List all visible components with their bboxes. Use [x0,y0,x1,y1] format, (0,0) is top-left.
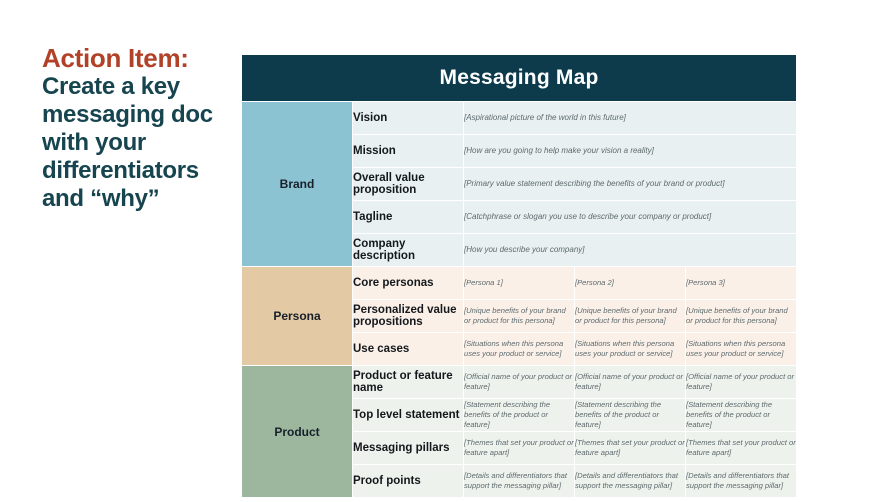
row-label: Messaging pillars [352,431,464,465]
value-cell[interactable]: [Primary value statement describing the … [463,167,797,201]
value-cell[interactable]: [Unique benefits of your brand or produc… [574,299,686,333]
action-item-body: Create a key messaging doc with your dif… [42,73,213,213]
row-label: Overall value proposition [352,167,464,201]
value-cell[interactable]: [Unique benefits of your brand or produc… [463,299,575,333]
row-label: Product or feature name [352,365,464,399]
value-cell[interactable]: [Unique benefits of your brand or produc… [685,299,797,333]
value-cell[interactable]: [Statement describing the benefits of th… [574,398,686,432]
row-label: Personalized value propositions [352,299,464,333]
value-cell[interactable]: [Statement describing the benefits of th… [463,398,575,432]
value-cell[interactable]: [Catchphrase or slogan you use to descri… [463,200,797,234]
table-row: Proof points[Details and differentiators… [242,464,797,498]
row-label: Proof points [352,464,464,498]
row-label: Tagline [352,200,464,234]
value-cell[interactable]: [Statement describing the benefits of th… [685,398,797,432]
table-row: Top level statement[Statement describing… [242,398,797,432]
row-label: Mission [352,134,464,168]
action-item-headline: Action Item: [42,43,189,73]
map-title: Messaging Map [439,66,599,89]
value-cell[interactable]: [Official name of your product or featur… [463,365,575,399]
value-cell[interactable]: [Aspirational picture of the world in th… [463,101,797,135]
value-cell[interactable]: [How are you going to help make your vis… [463,134,797,168]
row-label: Vision [352,101,464,135]
table-row: Mission[How are you going to help make y… [242,134,797,168]
value-cell[interactable]: [Themes that set your product or feature… [463,431,575,465]
value-cell[interactable]: [Situations when this persona uses your … [463,332,575,366]
value-cell[interactable]: [Persona 2] [574,266,686,300]
value-cell[interactable]: [Situations when this persona uses your … [574,332,686,366]
row-label: Use cases [352,332,464,366]
section-label-brand: Brand [241,101,353,267]
row-label: Core personas [352,266,464,300]
value-cell[interactable]: [Themes that set your product or feature… [685,431,797,465]
value-cell[interactable]: [How you describe your company] [463,233,797,267]
action-item-block: Action Item: Create a key messaging doc … [42,44,232,213]
row-label: Top level statement [352,398,464,432]
table-row: Personalized value propositions[Unique b… [242,299,797,333]
value-cell[interactable]: [Themes that set your product or feature… [574,431,686,465]
map-title-bar: Messaging Map [241,54,797,102]
section-label-persona: Persona [241,266,353,366]
table-row: Overall value proposition[Primary value … [242,167,797,201]
table-row: Messaging pillars[Themes that set your p… [242,431,797,465]
value-cell[interactable]: [Official name of your product or featur… [574,365,686,399]
section-label-product: Product [241,365,353,498]
table-row: Company description[How you describe you… [242,233,797,267]
value-cell[interactable]: [Details and differentiators that suppor… [574,464,686,498]
row-label: Company description [352,233,464,267]
value-cell[interactable]: [Official name of your product or featur… [685,365,797,399]
table-row: Use cases[Situations when this persona u… [242,332,797,366]
value-cell[interactable]: [Persona 3] [685,266,797,300]
value-cell[interactable]: [Situations when this persona uses your … [685,332,797,366]
value-cell[interactable]: [Persona 1] [463,266,575,300]
value-cell[interactable]: [Details and differentiators that suppor… [463,464,575,498]
value-cell[interactable]: [Details and differentiators that suppor… [685,464,797,498]
